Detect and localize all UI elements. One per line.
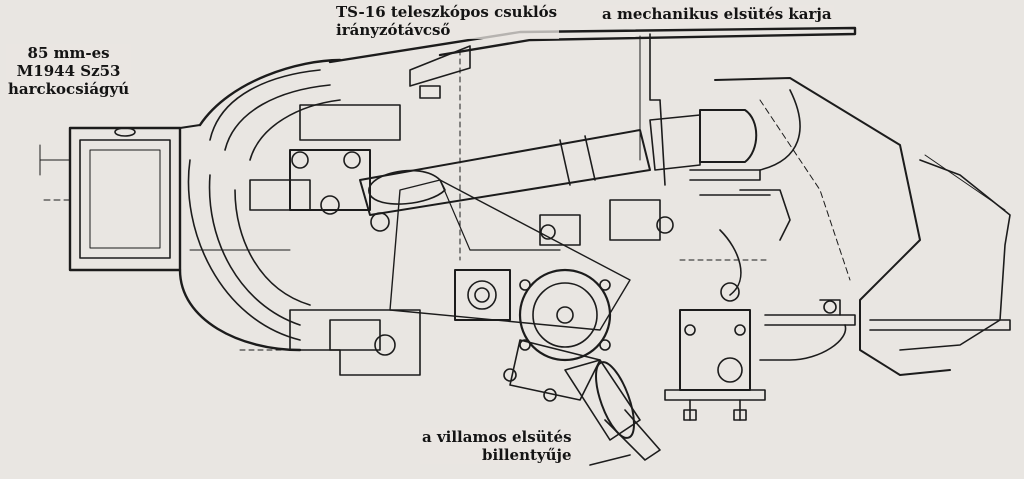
mount-bracket <box>664 309 766 421</box>
gun-label-line-2: M1944 Sz53 <box>16 62 121 80</box>
trigger-label-line-1: a villamos elsütés <box>422 428 572 446</box>
turret-rear <box>714 77 1011 376</box>
lever-label-line-1: a mechanikus elsütés karja <box>602 5 832 23</box>
lever-label: a mechanikus elsütés karja <box>600 5 834 23</box>
sight-tube <box>359 99 758 216</box>
lower-mount <box>189 249 421 376</box>
trigger-label: a villamos elsütés billentyűje <box>420 428 574 464</box>
mantlet <box>178 58 342 352</box>
linkages <box>439 169 856 361</box>
turret-roof <box>328 26 857 261</box>
breech <box>249 104 401 232</box>
gun-label: 85 mm-es M1944 Sz53 harckocsiágyú <box>6 44 132 98</box>
trigger-label-line-2: billentyűje <box>481 446 572 464</box>
gun-label-line-1: 85 mm-es <box>27 44 110 62</box>
elevation-gearbox <box>389 179 631 402</box>
handwheel <box>564 359 661 466</box>
scope-label: TS-16 teleszkópos csuklós irányzótávcső <box>334 3 560 39</box>
scope-label-line-1: TS-16 teleszkópos csuklós <box>336 3 558 21</box>
scope-label-line-2: irányzótávcső <box>336 21 451 39</box>
gun-label-line-3: harckocsiágyú <box>8 80 130 98</box>
barrel <box>39 126 182 272</box>
